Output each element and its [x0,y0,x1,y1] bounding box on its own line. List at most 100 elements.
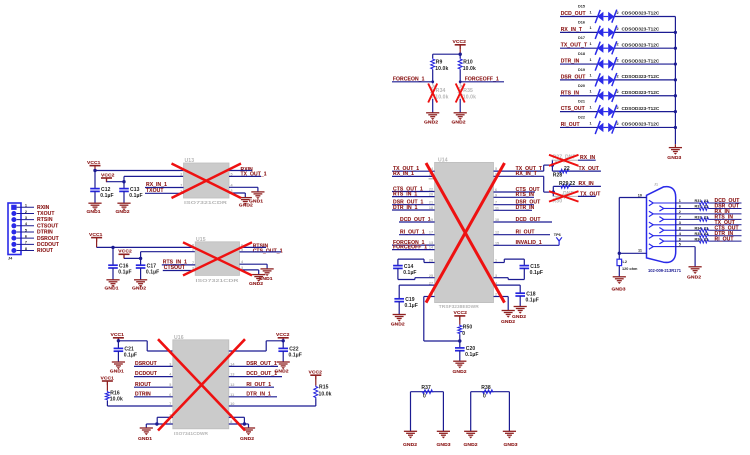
svg-text:2: 2 [617,106,619,110]
svg-text:TX_OUT: TX_OUT [580,191,601,197]
svg-text:2: 2 [180,172,182,176]
svg-text:GND2: GND2 [240,436,254,442]
svg-text:U13: U13 [185,158,195,164]
svg-text:0.1µF: 0.1µF [118,269,131,275]
svg-text:10.0k: 10.0k [463,95,476,101]
svg-text:DCD_OUT: DCD_OUT [715,198,741,204]
svg-text:22: 22 [564,166,570,172]
svg-text:9: 9 [495,193,497,197]
svg-text:10.0k: 10.0k [110,396,123,402]
svg-text:R30: R30 [553,199,563,205]
svg-text:102-009-213R171: 102-009-213R171 [648,268,682,273]
svg-text:DTR_IN: DTR_IN [516,205,535,211]
svg-text:5: 5 [169,383,171,387]
svg-text:RIOUT: RIOUT [135,382,152,388]
svg-text:9: 9 [679,237,681,241]
svg-text:VCC2: VCC2 [101,172,115,178]
svg-text:RTS_IN: RTS_IN [516,192,535,198]
svg-text:1: 1 [169,420,171,424]
svg-text:DCD_OUT: DCD_OUT [561,11,587,17]
svg-text:TX_OUT_T: TX_OUT_T [516,166,543,172]
svg-text:R10: R10 [463,59,473,65]
svg-text:21: 21 [429,201,433,205]
svg-text:24: 24 [429,167,434,171]
svg-text:R28: R28 [553,172,563,178]
svg-text:0: 0 [483,394,486,400]
svg-text:GND2: GND2 [132,286,146,292]
svg-text:CTS_OUT_1: CTS_OUT_1 [393,186,423,192]
svg-text:0.1µF: 0.1µF [129,193,142,199]
svg-text:13: 13 [429,241,433,245]
svg-text:C12: C12 [101,187,111,193]
svg-text:DSR_OUT: DSR_OUT [715,204,741,210]
svg-text:2: 2 [25,210,27,214]
svg-text:D17: D17 [578,36,585,40]
svg-text:22: 22 [704,237,708,241]
svg-text:11: 11 [495,206,499,210]
svg-text:4: 4 [231,183,234,187]
svg-text:1: 1 [590,121,592,125]
svg-text:10: 10 [230,402,234,406]
svg-text:RIOUT: RIOUT [37,248,54,254]
svg-text:CTSOUT: CTSOUT [164,265,186,271]
svg-text:C13: C13 [130,187,140,193]
svg-text:25: 25 [429,274,433,278]
svg-text:R35: R35 [463,88,473,94]
svg-text:4: 4 [679,232,682,236]
svg-text:GND2: GND2 [391,322,405,328]
svg-text:R33: R33 [695,215,702,219]
svg-text:GND2: GND2 [512,314,526,320]
svg-text:R37: R37 [421,385,431,391]
svg-text:CDSOD323-T12C: CDSOD323-T12C [622,122,660,127]
svg-text:1: 1 [590,26,592,30]
svg-text:14: 14 [429,246,434,250]
svg-text:D19: D19 [578,68,585,72]
svg-text:10.0k: 10.0k [463,66,476,72]
svg-text:CTSOUT: CTSOUT [37,223,59,229]
svg-text:22: 22 [429,188,433,192]
svg-text:R34: R34 [695,226,703,230]
svg-text:GND1: GND1 [105,286,119,292]
svg-text:1: 1 [590,105,592,109]
svg-text:6: 6 [495,188,497,192]
svg-text:FORCEON_1: FORCEON_1 [393,77,425,83]
svg-text:1: 1 [590,10,592,14]
svg-text:RX_IN: RX_IN [580,155,596,161]
svg-text:3: 3 [231,189,233,193]
svg-text:CDSOD323-T12C: CDSOD323-T12C [622,27,660,32]
svg-text:2: 2 [169,413,171,417]
svg-text:CDSOD323-T12C: CDSOD323-T12C [622,42,660,47]
svg-text:U16: U16 [174,335,184,341]
svg-text:D18: D18 [578,52,585,56]
svg-text:2: 2 [679,210,681,214]
svg-text:6: 6 [241,243,243,247]
svg-text:GND2: GND2 [687,275,701,281]
svg-text:DTR_IN: DTR_IN [561,59,580,65]
svg-text:4: 4 [495,281,498,285]
svg-text:3: 3 [192,267,194,271]
svg-text:C21: C21 [124,347,134,353]
svg-text:DSROUT: DSROUT [135,361,158,367]
svg-text:C14: C14 [404,264,414,270]
svg-text:CTS_OUT: CTS_OUT [715,225,740,231]
svg-text:0.1µF: 0.1µF [100,193,113,199]
svg-text:2: 2 [617,58,619,62]
svg-text:12: 12 [230,383,234,387]
svg-text:GND2: GND2 [464,442,478,448]
svg-text:GND2: GND2 [116,209,130,215]
svg-text:7: 7 [25,241,27,245]
svg-text:1: 1 [495,259,497,263]
svg-text:11: 11 [230,393,234,397]
svg-text:R34: R34 [436,88,446,94]
svg-text:3: 3 [180,189,182,193]
svg-text:0.1µF: 0.1µF [289,353,302,359]
svg-text:GND2: GND2 [501,319,515,325]
svg-text:GND3: GND3 [612,287,626,293]
svg-text:RI_OUT_1: RI_OUT_1 [400,230,425,236]
svg-text:RX_IN_T: RX_IN_T [561,27,583,33]
svg-text:GND2: GND2 [249,281,263,287]
svg-text:GND2: GND2 [403,442,417,448]
svg-text:5: 5 [241,248,243,252]
svg-text:R38: R38 [481,385,491,391]
svg-text:1: 1 [590,42,592,46]
